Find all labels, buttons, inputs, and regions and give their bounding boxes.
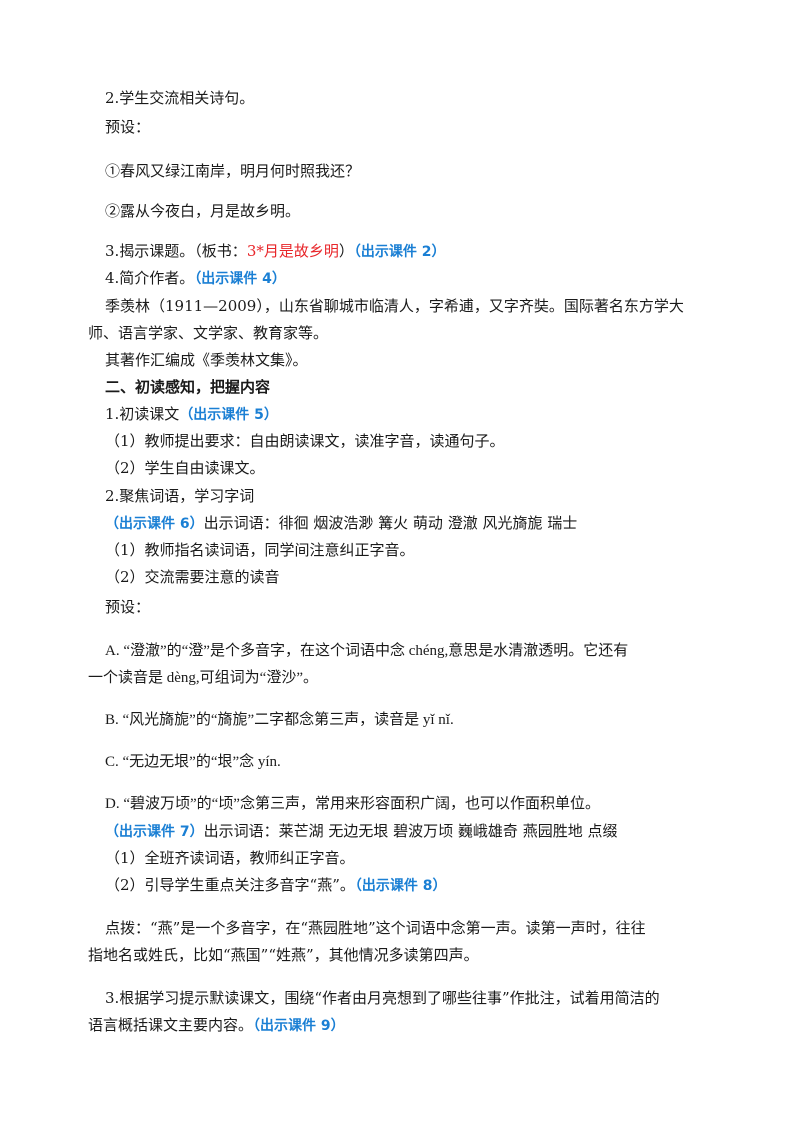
- text: （1）教师指名读词语，同学间注意纠正字音。: [105, 541, 415, 559]
- text: 4.简介作者。: [105, 269, 195, 287]
- text: 3.揭示课题。（板书：: [105, 242, 247, 260]
- tip-line-2: 指地名或姓氏，比如“燕国”“姓燕”，其他情况多读第四声。: [88, 945, 688, 965]
- courseware-ref: （出示课件 4）: [194, 271, 286, 287]
- step-3-line: 3.揭示课题。（板书：3*月是故乡明）（出示课件 2）: [105, 241, 705, 262]
- courseware-ref: （出示课件 2）: [353, 244, 446, 260]
- text: A. “澄澈”的“澄”是个多音字，在这个词语中念 chéng,意思是水清澈透明。…: [105, 643, 629, 659]
- poem-line-1: ①春风又绿江南岸，明月何时照我还？: [105, 161, 705, 181]
- text: 一个读音是 dèng,可组词为“澄沙”。: [88, 670, 318, 686]
- text: 指地名或姓氏，比如“燕国”“姓燕”，其他情况多读第四声。: [88, 946, 479, 964]
- preset-label-2: 预设：: [105, 597, 705, 617]
- board-title: 3*月是故乡明: [246, 242, 339, 260]
- text: 预设：: [105, 598, 151, 616]
- substep-2: （2）学生自由读课文。: [105, 458, 705, 478]
- tip-line-1: 点拨：“燕”是一个多音字，在“燕园胜地”这个词语中念第一声。读第一声时，往往: [105, 918, 705, 938]
- courseware-ref: （出示课件 7）: [105, 824, 204, 840]
- text: ②露从今夜白，月是故乡明。: [105, 202, 301, 220]
- text: 2.学生交流相关诗句。: [105, 89, 255, 107]
- vocab-line-1: （出示课件 6）出示词语：徘徊 烟波浩渺 篝火 萌动 澄澈 风光旖旎 瑞士: [105, 513, 705, 534]
- preset-label: 预设：: [105, 117, 705, 137]
- text: （1）全班齐读词语，教师纠正字音。: [105, 849, 355, 867]
- substep-1c: （1）全班齐读词语，教师纠正字音。: [105, 848, 705, 868]
- text: （2）学生自由读课文。: [105, 459, 265, 477]
- note-a-line-2: 一个读音是 dèng,可组词为“澄沙”。: [88, 668, 688, 688]
- step-1-line: 1.初读课文（出示课件 5）: [105, 404, 705, 425]
- text: 预设：: [105, 118, 151, 136]
- text: 出示词语：徘徊 烟波浩渺 篝火 萌动 澄澈 风光旖旎 瑞士: [203, 514, 578, 532]
- courseware-ref: （出示课件 9）: [253, 1018, 345, 1034]
- text: C. “无边无垠”的“垠”念 yín.: [105, 754, 281, 770]
- text: 季羡林（1911—2009），山东省聊城市临清人，字希逋，又字齐奘。国际著名东方…: [105, 297, 684, 315]
- text: 出示词语：莱芒湖 无边无垠 碧波万顷 巍峨雄奇 燕园胜地 点缀: [203, 822, 618, 840]
- author-intro-line-1: 季羡林（1911—2009），山东省聊城市临清人，字希逋，又字齐奘。国际著名东方…: [105, 296, 705, 316]
- text: （2）交流需要注意的读音: [105, 568, 280, 586]
- note-d: D. “碧波万顷”的“顷”念第三声，常用来形容面积广阔，也可以作面积单位。: [105, 794, 705, 814]
- text: B. “风光旖旎”的“旖旎”二字都念第三声，读音是 yǐ nǐ.: [105, 712, 454, 728]
- section-heading: 二、初读感知，把握内容: [105, 377, 705, 397]
- text: D. “碧波万顷”的“顷”念第三声，常用来形容面积广阔，也可以作面积单位。: [105, 796, 600, 812]
- vocab-line-2: （出示课件 7）出示词语：莱芒湖 无边无垠 碧波万顷 巍峨雄奇 燕园胜地 点缀: [105, 821, 705, 842]
- substep-2c: （2）引导学生重点关注多音字“燕”。（出示课件 8）: [105, 875, 705, 896]
- text: ）: [338, 242, 354, 260]
- text: ①春风又绿江南岸，明月何时照我还？: [105, 162, 361, 180]
- step-4-line: 4.简介作者。（出示课件 4）: [105, 268, 705, 289]
- courseware-ref: （出示课件 6）: [105, 516, 204, 532]
- courseware-ref: （出示课件 5）: [179, 407, 278, 423]
- step-2b-line: 2.聚焦词语，学习字词: [105, 486, 705, 506]
- text: 其著作汇编成《季羡林文集》。: [105, 351, 308, 369]
- text: 二、初读感知，把握内容: [105, 378, 271, 396]
- text: 3.根据学习提示默读课文，围绕“作者由月亮想到了哪些往事”作批注，试着用简洁的: [105, 989, 660, 1007]
- substep-1: （1）教师提出要求：自由朗读课文，读准字音，读通句子。: [105, 431, 705, 451]
- text: 1.初读课文: [105, 405, 180, 423]
- courseware-ref: （出示课件 8）: [354, 878, 447, 894]
- text: （2）引导学生重点关注多音字“燕”。: [105, 876, 355, 894]
- text: 师、语言学家、文学家、教育家等。: [88, 324, 329, 342]
- step-3b-line-1: 3.根据学习提示默读课文，围绕“作者由月亮想到了哪些往事”作批注，试着用简洁的: [105, 988, 705, 1008]
- step-2-line: 2.学生交流相关诗句。: [105, 88, 705, 108]
- text: （1）教师提出要求：自由朗读课文，读准字音，读通句子。: [105, 432, 505, 450]
- note-b: B. “风光旖旎”的“旖旎”二字都念第三声，读音是 yǐ nǐ.: [105, 710, 705, 730]
- author-works-line: 其著作汇编成《季羡林文集》。: [105, 350, 705, 370]
- author-intro-line-2: 师、语言学家、文学家、教育家等。: [88, 323, 688, 343]
- text: 语言概括课文主要内容。: [88, 1016, 254, 1034]
- note-c: C. “无边无垠”的“垠”念 yín.: [105, 752, 705, 772]
- note-a-line-1: A. “澄澈”的“澄”是个多音字，在这个词语中念 chéng,意思是水清澈透明。…: [105, 641, 705, 661]
- text: 点拨：“燕”是一个多音字，在“燕园胜地”这个词语中念第一声。读第一声时，往往: [105, 919, 646, 937]
- step-3b-line-2: 语言概括课文主要内容。（出示课件 9）: [88, 1015, 688, 1036]
- poem-line-2: ②露从今夜白，月是故乡明。: [105, 201, 705, 221]
- substep-2b: （2）交流需要注意的读音: [105, 567, 705, 587]
- substep-1b: （1）教师指名读词语，同学间注意纠正字音。: [105, 540, 705, 560]
- text: 2.聚焦词语，学习字词: [105, 487, 255, 505]
